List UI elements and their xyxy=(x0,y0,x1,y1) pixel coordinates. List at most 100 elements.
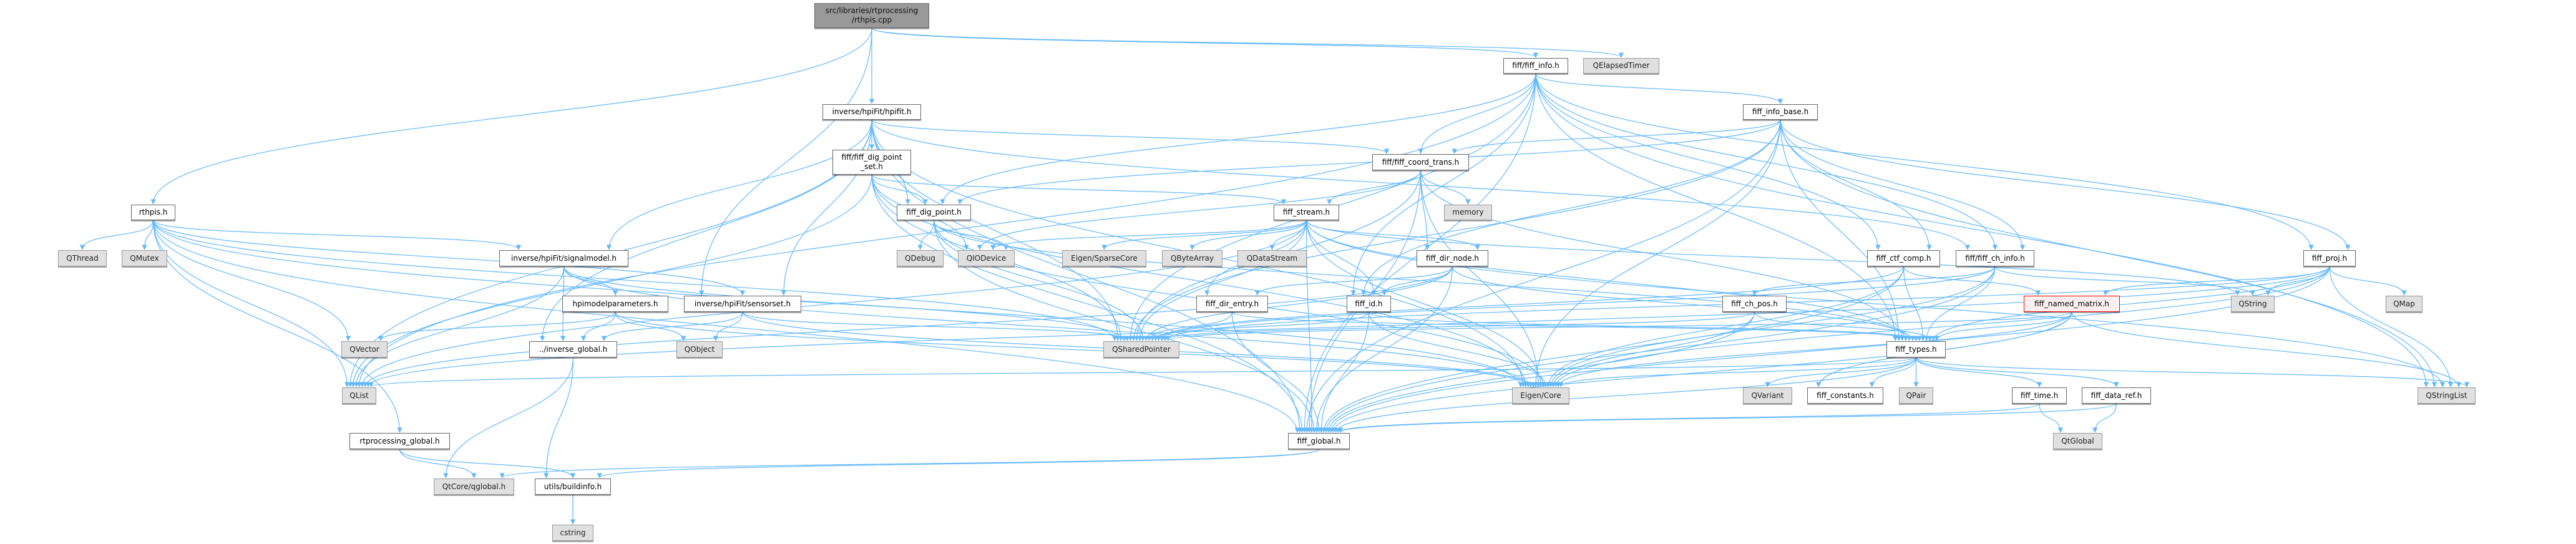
graph-node-chinfo[interactable]: fiff/fiff_ch_info.h xyxy=(1956,250,2034,266)
edge-hpimodel-to-QObject xyxy=(615,311,686,341)
graph-node-time[interactable]: fiff_time.h xyxy=(2012,387,2067,404)
graph-node-QPair[interactable]: QPair xyxy=(1899,387,1933,404)
edge-namedmatrix-to-QStringList xyxy=(2071,311,2462,387)
graph-node-QMutex[interactable]: QMutex xyxy=(122,250,167,266)
edge-stream-to-QIODevice xyxy=(990,220,1307,250)
graph-node-QString[interactable]: QString xyxy=(2231,296,2275,312)
graph-node-QtGlobal[interactable]: QtGlobal xyxy=(2053,433,2102,449)
graph-node-rthpis_h[interactable]: rthpis.h xyxy=(131,205,175,220)
edge-chinfo-to-QSharedPointer xyxy=(1156,266,1996,341)
graph-node-types[interactable]: fiff_types.h xyxy=(1886,341,1946,357)
edge-stream-to-QStringList xyxy=(1305,220,2446,387)
edge-stream-to-QSharedPointer xyxy=(1137,220,1307,341)
graph-node-hpimodel[interactable]: hpimodelparameters.h xyxy=(562,296,668,312)
graph-node-dirnode[interactable]: fiff_dir_node.h xyxy=(1417,250,1488,266)
edge-chinfo-to-EigenCore xyxy=(1548,266,1996,387)
graph-node-QStringList[interactable]: QStringList xyxy=(2417,387,2476,404)
graph-node-QDebug[interactable]: QDebug xyxy=(897,250,944,266)
edge-time-to-QtGlobal xyxy=(2039,403,2064,433)
graph-node-sensorset[interactable]: inverse/hpiFit/sensorset.h xyxy=(684,296,801,312)
graph-node-coordtrans[interactable]: fiff/fiff_coord_trans.h xyxy=(1372,154,1469,170)
graph-node-QVariant[interactable]: QVariant xyxy=(1743,387,1792,404)
edge-infobase-to-proj xyxy=(1780,119,2351,250)
edge-fiffid-to-EigenCore xyxy=(1368,311,1549,387)
edge-chpos-to-QSharedPointer xyxy=(1159,311,1755,341)
graph-node-proj[interactable]: fiff_proj.h xyxy=(2303,250,2356,266)
graph-node-infobase[interactable]: fiff_info_base.h xyxy=(1743,104,1818,120)
graph-node-QObject[interactable]: QObject xyxy=(676,341,723,357)
edge-proj-to-QList xyxy=(365,266,2330,387)
edge-proj-to-EigenCore xyxy=(1553,266,2330,387)
graph-node-namedmatrix[interactable]: fiff_named_matrix.h xyxy=(2024,296,2120,312)
edge-rthpis_h-to-signalmodel xyxy=(152,220,522,250)
graph-node-fiffglobal[interactable]: fiff_global.h xyxy=(1288,433,1350,449)
edge-coordtrans-to-QIODevice xyxy=(977,170,1422,250)
graph-node-memory[interactable]: memory xyxy=(1444,205,1492,220)
edge-types-to-time xyxy=(1915,357,2042,387)
graph-node-ctfcomp[interactable]: fiff_ctf_comp.h xyxy=(1867,250,1940,266)
edge-fiffinfo-to-QStringList xyxy=(1535,73,2429,387)
edge-infobase-to-QSharedPointer xyxy=(1131,119,1781,341)
graph-node-fiffinfo[interactable]: fiff/fiff_info.h xyxy=(1503,58,1568,74)
edge-dirnode-to-types xyxy=(1451,266,1916,341)
graph-node-buildinfo[interactable]: utils/buildinfo.h xyxy=(535,478,611,495)
edge-root-to-QElapsedTimer xyxy=(871,27,1624,58)
edge-signalmodel-to-hpimodel xyxy=(563,266,618,296)
graph-node-direntry[interactable]: fiff_dir_entry.h xyxy=(1196,296,1268,312)
edge-hpifit-to-coordtrans xyxy=(871,119,1390,154)
graph-node-chpos[interactable]: fiff_ch_pos.h xyxy=(1722,296,1787,312)
graph-node-QDataStream[interactable]: QDataStream xyxy=(1237,250,1307,266)
graph-node-EigenCore[interactable]: Eigen/Core xyxy=(1512,387,1569,404)
edge-direntry-to-fiffglobal xyxy=(1231,311,1322,433)
edge-rthpis_h-to-QList xyxy=(152,220,350,387)
edge-chpos-to-fiffglobal xyxy=(1325,311,1755,433)
edge-infobase-to-coordtrans xyxy=(1451,119,1781,154)
edge-dirnode-to-fiffglobal xyxy=(1314,266,1453,433)
graph-node-QByteArray[interactable]: QByteArray xyxy=(1162,250,1222,266)
graph-node-invglobal[interactable]: ../inverse_global.h xyxy=(529,341,617,357)
edge-types-to-dataref xyxy=(1915,357,2119,387)
edge-rtglobal-to-buildinfo xyxy=(399,449,576,478)
graph-node-QIODevice[interactable]: QIODevice xyxy=(958,250,1015,266)
edge-proj-to-QMap xyxy=(2329,266,2407,296)
graph-node-hpifit[interactable]: inverse/hpiFit/hpifit.h xyxy=(822,104,921,120)
graph-node-constants[interactable]: fiff_constants.h xyxy=(1807,387,1883,404)
edge-hpifit-to-chinfo xyxy=(871,119,1970,250)
edge-hpifit-to-signalmodel xyxy=(606,119,872,250)
edge-fiffinfo-to-QList xyxy=(356,73,1536,387)
edge-dirnode-to-direntry xyxy=(1254,266,1453,296)
graph-node-root[interactable]: src/libraries/rtprocessing /rthpis.cpp xyxy=(814,3,929,28)
graph-node-dataref[interactable]: fiff_data_ref.h xyxy=(2082,387,2151,404)
edge-fiffinfo-to-infobase xyxy=(1535,73,1783,104)
edge-rthpis_h-to-QVector xyxy=(152,220,351,341)
graph-node-rtglobal[interactable]: rtprocessing_global.h xyxy=(349,433,450,449)
edge-proj-to-QStringList xyxy=(2329,266,2454,387)
edge-rthpis_h-to-sensorset xyxy=(152,220,746,296)
edge-ctfcomp-to-types xyxy=(1903,266,1926,341)
graph-node-signalmodel[interactable]: inverse/hpiFit/signalmodel.h xyxy=(499,250,628,266)
edge-sensorset-to-invglobal xyxy=(601,311,743,341)
edge-dataref-to-QtGlobal xyxy=(2092,403,2117,433)
edge-rthpis_h-to-QThread xyxy=(79,220,154,250)
graph-node-QThread[interactable]: QThread xyxy=(58,250,107,266)
edge-hpimodel-to-QVector xyxy=(378,311,616,341)
edge-coordtrans-to-memory xyxy=(1420,170,1471,205)
graph-node-QElapsedTimer[interactable]: QElapsedTimer xyxy=(1583,58,1659,74)
edge-fiffglobal-to-buildinfo xyxy=(597,449,1320,478)
graph-node-QMap[interactable]: QMap xyxy=(2386,296,2422,312)
graph-node-digpoint[interactable]: fiff_dig_point.h xyxy=(897,205,971,220)
graph-node-SparseCore[interactable]: Eigen/SparseCore xyxy=(1062,250,1146,266)
edge-stream-to-fiffid xyxy=(1305,220,1377,296)
graph-node-QVector[interactable]: QVector xyxy=(341,341,388,357)
edge-infobase-to-EigenCore xyxy=(1533,119,1781,387)
graph-node-fiffid[interactable]: fiff_id.h xyxy=(1347,296,1391,312)
edge-fiffinfo-to-proj xyxy=(1535,73,2314,250)
edge-ctfcomp-to-fiffglobal xyxy=(1321,266,1905,433)
graph-node-QSharedPointer[interactable]: QSharedPointer xyxy=(1103,341,1179,357)
graph-node-digpointset[interactable]: fiff/fiff_dig_point _set.h xyxy=(832,150,911,175)
graph-node-stream[interactable]: fiff_stream.h xyxy=(1274,205,1339,220)
edge-types-to-QStringList xyxy=(1915,357,2470,387)
graph-node-qglobal[interactable]: QtCore/qglobal.h xyxy=(434,478,514,495)
graph-node-cstring[interactable]: cstring xyxy=(552,525,593,541)
graph-node-QList[interactable]: QList xyxy=(342,387,376,404)
